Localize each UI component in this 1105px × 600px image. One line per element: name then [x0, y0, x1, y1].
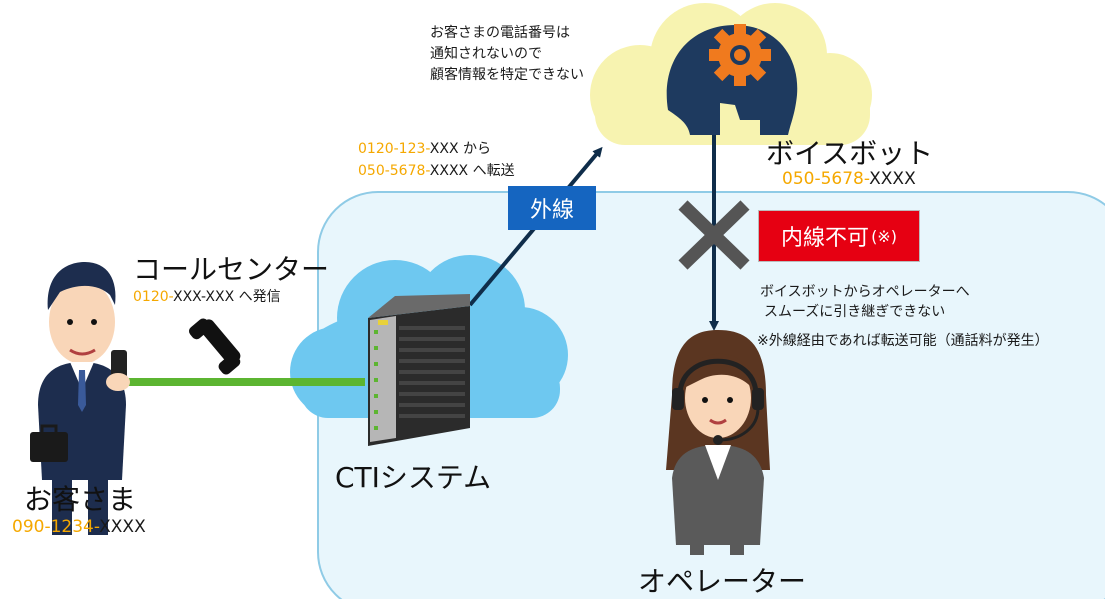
call-center-dial-orange: 0120- — [133, 289, 173, 305]
transfer-line1-black: XXX から — [429, 141, 491, 157]
internal-line-badge-note: (※) — [871, 226, 897, 246]
transfer-line2: 050-5678-XXXX へ転送 — [358, 160, 515, 180]
internal-line-badge-text: 内線不可 — [781, 226, 870, 251]
voicebot-number-black: XXXX — [869, 169, 916, 189]
cti-label: CTIシステム — [335, 461, 492, 494]
voicebot-number: 050-5678-XXXX — [782, 169, 916, 189]
customer-number-orange: 090-1234- — [12, 517, 100, 537]
voicebot-note-line: 通知されないので — [430, 46, 542, 62]
transfer-line2-orange: 050-5678- — [358, 163, 430, 179]
voicebot-number-orange: 050-5678- — [782, 169, 870, 189]
transfer-line1-orange: 0120-123- — [358, 141, 430, 157]
call-center-label: コールセンター — [133, 253, 330, 286]
server-tower-icon — [368, 294, 470, 446]
internal-line-badge: 内線不可(※) — [758, 210, 920, 262]
call-center-dial: 0120-XXX-XXX へ発信 — [133, 286, 281, 306]
operator-headset-icon — [666, 330, 770, 555]
internal-line-footnote: ※外線経由であれば転送可能（通話料が発生） — [757, 333, 1049, 349]
ai-head-gear-icon — [666, 24, 798, 135]
voicebot-note-line: お客さまの電話番号は — [430, 25, 570, 41]
voicebot-note-line: 顧客情報を特定できない — [430, 67, 584, 83]
customer-label: お客さま — [24, 483, 137, 516]
customer-number-black: XXXX — [99, 517, 146, 537]
internal-line-desc: スムーズに引き継ぎできない — [764, 304, 946, 320]
internal-line-desc: ボイスボットからオペレーターへ — [760, 284, 970, 300]
customer-number: 090-1234-XXXX — [12, 517, 146, 537]
transfer-line1: 0120-123-XXX から — [358, 138, 491, 158]
external-line-badge: 外線 — [508, 186, 596, 230]
operator-label: オペレーター — [638, 565, 807, 598]
call-center-dial-black: XXX-XXX へ発信 — [172, 289, 281, 305]
transfer-line2-black: XXXX へ転送 — [429, 163, 515, 179]
x-mark-icon — [678, 200, 750, 270]
voicebot-label: ボイスボット — [766, 137, 934, 170]
phone-handset-icon — [188, 318, 241, 375]
businessman-with-phone-icon — [30, 262, 130, 535]
